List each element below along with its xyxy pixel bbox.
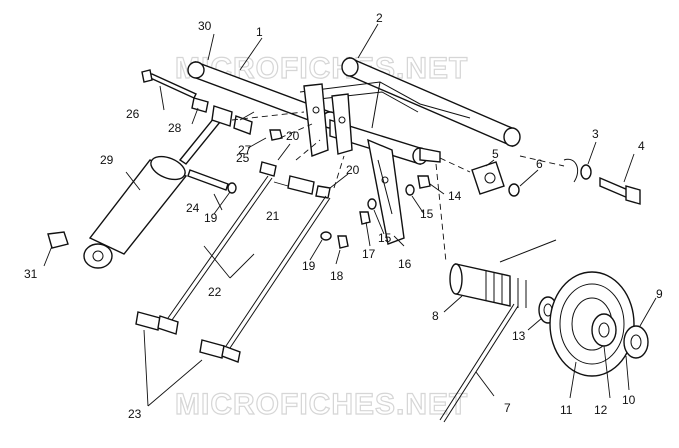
callout-17: 17 (362, 247, 376, 261)
callout-6: 6 (536, 157, 543, 171)
callout-29: 29 (100, 153, 114, 167)
assembly-line-7 (435, 163, 447, 263)
nut-18 (337, 235, 349, 249)
callout-31: 31 (24, 267, 38, 281)
callout-3: 3 (592, 127, 599, 141)
callout-4: 4 (638, 139, 645, 153)
callout-19-upper: 19 (204, 211, 218, 225)
watermark-bottom: MICROFICHES.NET (175, 388, 468, 421)
callout-20-upper: 20 (286, 129, 300, 143)
spring-arm (439, 239, 557, 423)
bushing-27 (211, 105, 253, 135)
callout-7: 7 (504, 401, 511, 415)
callout-19-lower: 19 (302, 259, 316, 273)
assembly-line-1 (231, 111, 305, 121)
callout-1: 1 (256, 25, 263, 39)
spacer-9 (623, 325, 649, 359)
axle-stub (419, 147, 441, 163)
rear-rail-tube (341, 56, 521, 148)
link-pin-lower (199, 339, 241, 363)
callout-22: 22 (208, 285, 222, 299)
washer-3 (580, 164, 592, 180)
callout-5: 5 (492, 147, 499, 161)
bolt-24 (187, 169, 229, 191)
callout-13: 13 (512, 329, 526, 343)
nut-25 (269, 129, 283, 141)
washer-15-lower (367, 198, 377, 210)
washer-19-lower (320, 231, 332, 241)
washer-15-upper (405, 184, 415, 196)
callout-25: 25 (236, 151, 250, 165)
link-pin-upper (135, 311, 179, 335)
nut-14 (417, 175, 431, 189)
callout-20-lower: 20 (346, 163, 360, 177)
callout-8: 8 (432, 309, 439, 323)
callout-24: 24 (186, 201, 200, 215)
callout-14: 14 (448, 189, 462, 203)
callout-15-upper: 15 (420, 207, 434, 221)
leader-lines (43, 23, 657, 407)
bearing (591, 313, 617, 347)
callout-9: 9 (656, 287, 663, 301)
assembly-line-4 (333, 155, 345, 189)
callout-27: 27 (238, 143, 252, 157)
callout-12: 12 (594, 403, 608, 417)
bushing-31 (47, 231, 69, 249)
nut-17 (359, 211, 371, 225)
callout-16: 16 (398, 257, 412, 271)
callout-18: 18 (330, 269, 344, 283)
shock-absorber (83, 117, 222, 269)
washer-6 (508, 183, 520, 197)
spring-housing (449, 263, 527, 308)
callout-10: 10 (622, 393, 636, 407)
bushing-28 (191, 97, 209, 113)
assembly-line-2 (279, 123, 313, 139)
callout-26: 26 (126, 107, 140, 121)
callout-23: 23 (128, 407, 142, 421)
adjuster-bolt (599, 176, 641, 205)
callout-2: 2 (376, 11, 383, 25)
callout-21: 21 (266, 209, 280, 223)
side-plate-right (331, 93, 353, 155)
retaining-clip (563, 158, 579, 183)
assembly-line-3 (295, 139, 321, 161)
callout-15-lower: 15 (378, 231, 392, 245)
callout-11: 11 (560, 403, 573, 417)
assembly-line-6 (519, 155, 565, 167)
slide-block (471, 161, 505, 195)
side-plate-left (303, 83, 329, 157)
link-rod-left (167, 175, 273, 321)
link-rod-right (225, 195, 331, 349)
callout-28: 28 (168, 121, 182, 135)
washer-19-upper (227, 182, 237, 194)
pivot-pin-lower (287, 175, 331, 199)
callout-30: 30 (198, 19, 212, 33)
idler-wheel (549, 271, 635, 377)
assembly-line-5 (439, 157, 471, 173)
pivot-pin-upper (259, 161, 277, 177)
bracket (367, 138, 405, 245)
bolt-26 (141, 69, 197, 99)
